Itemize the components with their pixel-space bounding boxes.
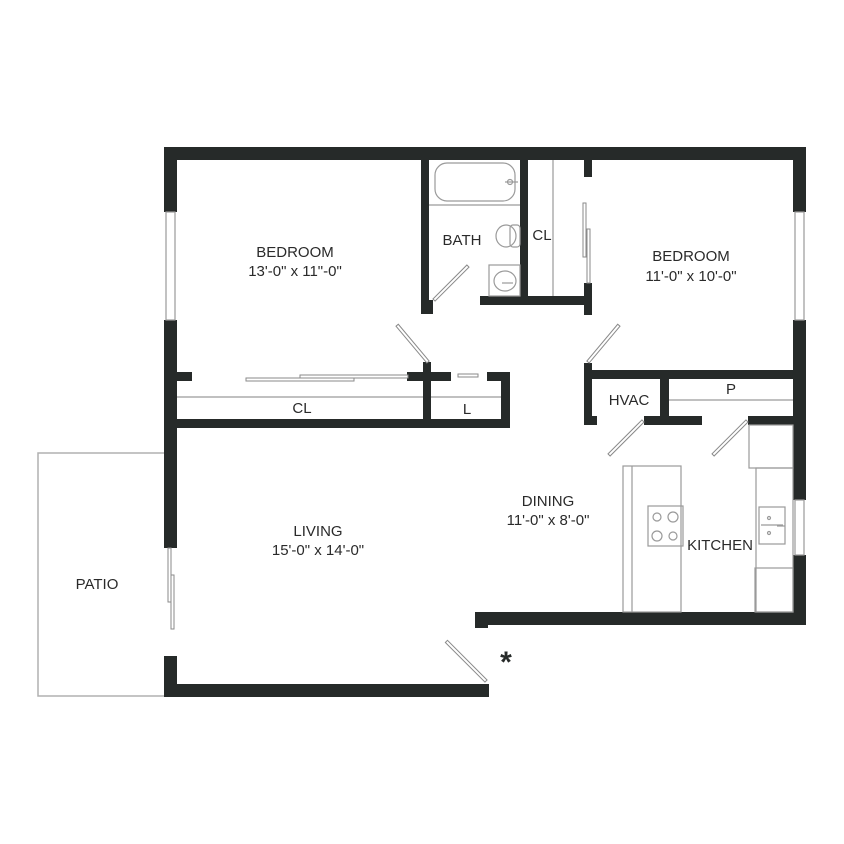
dining-dimensions: 11'-0" x 8'-0" bbox=[507, 512, 590, 529]
bedroom-2-label: BEDROOM bbox=[652, 248, 730, 265]
bath-label: BATH bbox=[443, 232, 482, 249]
pantry-label: P bbox=[726, 381, 736, 398]
patio-label: PATIO bbox=[76, 576, 119, 593]
entry-marker-icon: * bbox=[500, 646, 512, 679]
sink bbox=[488, 264, 521, 297]
bedroom-1-label: BEDROOM bbox=[256, 244, 334, 261]
bedroom-1-dimensions: 13'-0" x 11"-0" bbox=[248, 263, 342, 280]
kitchen-sink bbox=[758, 506, 786, 545]
living-dimensions: 15'-0" x 14'-0" bbox=[272, 542, 364, 559]
kitchen-counter bbox=[748, 424, 794, 613]
kitchen-island bbox=[622, 465, 682, 613]
hvac-label: HVAC bbox=[609, 392, 650, 409]
bedroom-closet-label: CL bbox=[292, 400, 311, 417]
bathtub bbox=[429, 162, 520, 206]
bedroom-2-dimensions: 11'-0" x 10'-0" bbox=[645, 268, 736, 285]
kitchen-label: KITCHEN bbox=[687, 537, 753, 554]
stove bbox=[647, 505, 684, 547]
patio-outline bbox=[37, 452, 164, 697]
dining-label: DINING bbox=[522, 493, 575, 510]
linen-label: L bbox=[463, 401, 471, 418]
living-label: LIVING bbox=[293, 523, 342, 540]
toilet bbox=[495, 224, 521, 248]
walls bbox=[164, 147, 806, 697]
bath-closet-label: CL bbox=[532, 227, 551, 244]
windows bbox=[165, 211, 805, 556]
doors[interactable] bbox=[167, 202, 749, 683]
